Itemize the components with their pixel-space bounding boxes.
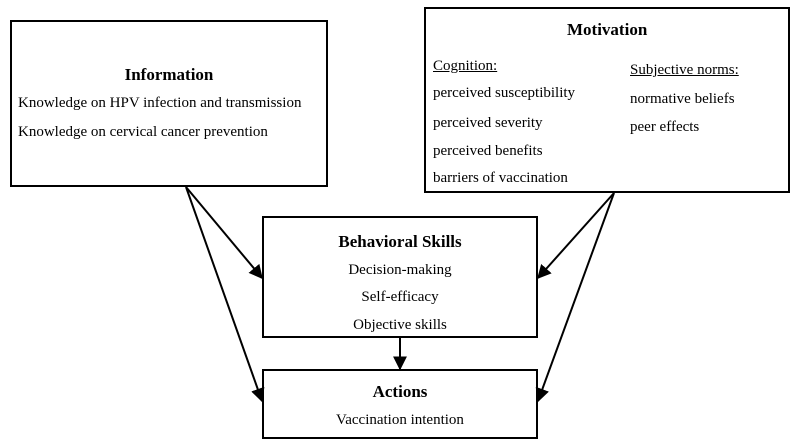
cognition-item: perceived susceptibility xyxy=(433,85,576,101)
behavioral-skills-box: Behavioral Skills Decision-making Self-e… xyxy=(262,216,538,338)
norms-item: normative beliefs xyxy=(630,91,735,107)
arrow-information-to-actions xyxy=(185,186,265,403)
cognition-item: barriers of vaccination xyxy=(433,170,568,186)
information-item: Knowledge on HPV infection and transmiss… xyxy=(18,95,302,111)
norms-item: peer effects xyxy=(630,119,700,135)
arrow-motivation-to-actions xyxy=(535,192,615,403)
motivation-title: Motivation xyxy=(567,20,648,39)
motivation-box: Motivation Cognition: perceived suscepti… xyxy=(424,7,790,193)
actions-title: Actions xyxy=(372,382,428,401)
actions-box: Actions Vaccination intention xyxy=(262,369,538,439)
information-item: Knowledge on cervical cancer prevention xyxy=(18,124,268,140)
behavioral-skill-item: Self-efficacy xyxy=(361,289,439,305)
behavioral-skill-item: Decision-making xyxy=(348,262,452,278)
cognition-item: perceived benefits xyxy=(433,143,543,159)
norms-heading: Subjective norms: xyxy=(630,62,739,78)
cognition-item: perceived severity xyxy=(433,115,543,131)
arrow-motivation-to-behavioral xyxy=(537,192,615,280)
cognition-heading: Cognition: xyxy=(433,58,498,74)
behavioral-skills-title: Behavioral Skills xyxy=(338,232,462,251)
behavioral-skill-item: Objective skills xyxy=(353,317,447,333)
actions-item: Vaccination intention xyxy=(336,412,464,428)
information-box: Information Knowledge on HPV infection a… xyxy=(10,20,328,187)
arrow-information-to-behavioral xyxy=(185,186,263,280)
information-title: Information xyxy=(124,65,214,84)
